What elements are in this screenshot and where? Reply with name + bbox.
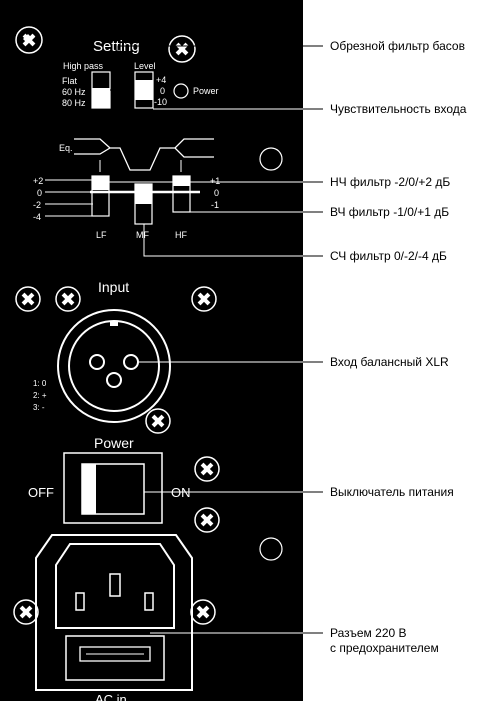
input-title: Input [98,279,129,295]
panel-hole [259,537,283,561]
screw-icon [191,286,217,312]
screw-icon [15,26,43,54]
fuse-icon[interactable] [65,635,165,681]
highpass-label: High pass [63,61,104,71]
screw-icon [145,408,171,434]
level-option-0: 0 [160,86,165,96]
eq-scale-left-minus4: -4 [33,212,41,222]
eq-scale-right-plus1: +1 [210,176,220,186]
leader-line-mf [143,224,303,257]
callout-lf: НЧ фильтр -2/0/+2 дБ [330,175,450,189]
eq-label: Eq. [59,143,73,153]
highpass-option-flat: Flat [62,76,78,86]
screw-icon [190,599,216,625]
xlr-pin-3: 3: - [33,403,45,412]
power-title: Power [94,435,134,451]
callout-xlr: Вход балансный XLR [330,355,449,369]
iec-socket-icon[interactable] [35,534,193,691]
eq-scale-left-minus2: -2 [33,200,41,210]
led-icon [173,83,189,99]
band-label-lf: LF [96,230,107,240]
leader-line-highpass [110,45,323,91]
highpass-option-80: 80 Hz [62,98,86,108]
callout-ac-line1: Разъем 220 В [330,626,407,640]
screw-icon [55,286,81,312]
level-option-plus4: +4 [156,75,166,85]
screw-icon [194,456,220,482]
xlr-pin-1: 1: 0 [33,379,47,388]
band-label-mf: MF [136,230,149,240]
callout-hf: ВЧ фильтр -1/0/+1 дБ [330,205,449,219]
callout-highpass: Обрезной фильтр басов [330,39,465,53]
level-slide-switch[interactable] [134,71,154,109]
eq-scale-left-plus2: +2 [33,176,43,186]
panel-hole [259,147,283,171]
screw-icon [13,599,39,625]
eq-scale-left-0: 0 [37,188,42,198]
eq-scale-right-0: 0 [214,188,219,198]
ac-in-label: AC in [95,692,127,701]
screw-icon [194,507,220,533]
screw-icon [15,286,41,312]
rocker-switch-icon[interactable] [63,452,163,524]
setting-title: Setting [93,38,140,55]
eq-curve [74,138,214,171]
power-led-label: Power [193,86,219,96]
highpass-option-60: 60 Hz [62,87,86,97]
eq-scale-left-ticks [45,179,93,217]
callout-sensitivity: Чувствительность входа [330,102,467,116]
level-label: Level [134,61,156,71]
lf-slide-switch[interactable] [91,175,110,217]
hf-slide-switch[interactable] [172,175,191,213]
callout-mf: СЧ фильтр 0/-2/-4 дБ [330,249,447,263]
band-label-hf: HF [175,230,187,240]
panel-background [0,0,303,701]
eq-scale-right-minus1: -1 [211,200,219,210]
xlr-connector-icon[interactable] [57,309,171,423]
callout-switch: Выключатель питания [330,485,454,499]
xlr-pin-2: 2: + [33,391,47,400]
level-option-minus10: -10 [154,97,167,107]
power-off-label: OFF [28,485,54,500]
callout-ac-line2: с предохранителем [330,641,439,655]
